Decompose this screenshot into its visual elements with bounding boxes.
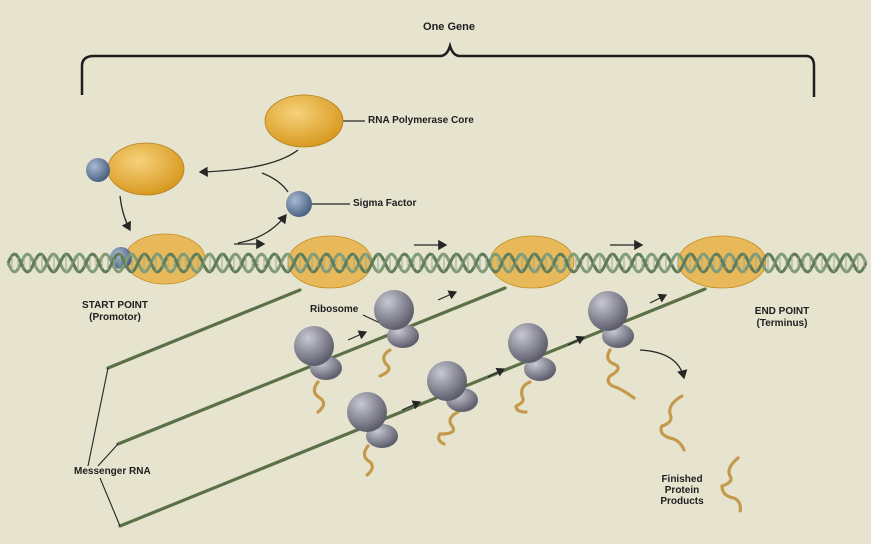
ribosome — [427, 361, 478, 412]
messenger-rna-label: Messenger RNA — [74, 466, 151, 478]
end-point-label: END POINT (Terminus) — [755, 306, 809, 330]
finished-label-line3: Products — [660, 496, 703, 507]
gene-bracket — [82, 46, 814, 97]
finished-label-line1: Finished — [660, 474, 703, 485]
start-point-label: START POINT (Promotor) — [82, 300, 148, 324]
holoenzyme-core — [108, 143, 184, 195]
end-point-subtitle: (Terminus) — [755, 318, 809, 330]
sigma-factor — [286, 191, 312, 217]
gene-label: One Gene — [423, 21, 475, 33]
ribosome — [347, 392, 398, 448]
transcription-arrows — [234, 244, 642, 245]
end-point-title: END POINT — [755, 306, 809, 317]
rna-polymerase-core — [265, 95, 343, 147]
mrna-pointer-lines — [88, 368, 120, 526]
release-arrow — [640, 350, 684, 378]
holoenzyme-sigma — [86, 158, 110, 182]
ribosome — [294, 326, 342, 380]
finished-label-line2: Protein — [660, 485, 703, 496]
ribosome-label: Ribosome — [310, 304, 358, 316]
sigma-factor-label: Sigma Factor — [353, 198, 416, 210]
start-point-title: START POINT — [82, 300, 148, 311]
rna-polymerase-core-label: RNA Polymerase Core — [368, 115, 474, 127]
start-point-subtitle: (Promotor) — [82, 312, 148, 324]
finished-protein-products-label: Finished Protein Products — [660, 474, 703, 507]
